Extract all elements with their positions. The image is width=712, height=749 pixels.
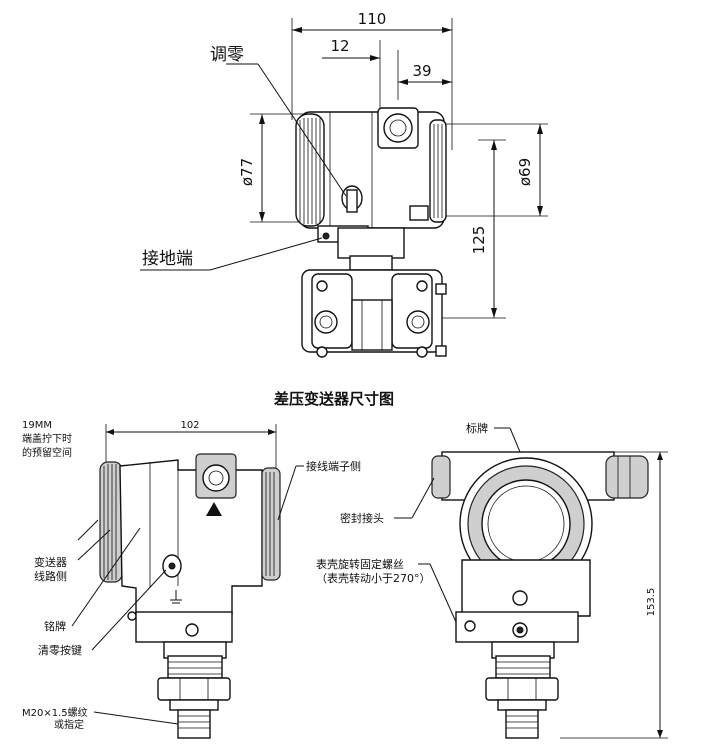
dim-153-5: 153.5 bbox=[646, 588, 657, 617]
label-zero-adjust: 调零 bbox=[210, 45, 244, 65]
note-19mm: 19MM bbox=[22, 420, 52, 431]
note-cap-removed: 端盖拧下时 bbox=[22, 432, 72, 445]
neck bbox=[337, 227, 405, 259]
label-circuit-side-1: 变送器 bbox=[34, 555, 67, 569]
label-terminal-side: 接线端子侧 bbox=[306, 459, 361, 473]
hex-nut bbox=[157, 677, 231, 701]
front-thread-fitting bbox=[505, 709, 539, 739]
dim-d77: ø77 bbox=[238, 158, 256, 186]
dim-12: 12 bbox=[330, 37, 349, 55]
side-housing bbox=[119, 459, 263, 615]
conduit-hole bbox=[383, 113, 413, 143]
left-seal-joint bbox=[431, 455, 451, 499]
dim-110: 110 bbox=[358, 10, 387, 28]
front-hex-nut bbox=[485, 677, 559, 701]
note-reserved-space: 的预留空间 bbox=[22, 446, 72, 459]
warning-icon bbox=[206, 502, 222, 516]
bottom-right-front-view: 153.5 标牌 密封接头 表壳旋转固定螺丝 （表壳转动小于270°） bbox=[316, 421, 668, 739]
label-nameplate: 铭牌 bbox=[44, 619, 66, 633]
label-plate bbox=[409, 205, 429, 221]
label-thread-2: 或指定 bbox=[54, 718, 84, 731]
label-ground-terminal: 接地端 bbox=[142, 249, 193, 269]
display-window bbox=[481, 479, 571, 569]
front-lower-body bbox=[461, 559, 591, 617]
right-seal-joint bbox=[605, 455, 649, 499]
dim-125: 125 bbox=[470, 226, 488, 255]
dim-39: 39 bbox=[412, 62, 431, 80]
label-housing-screw-2: （表壳转动小于270°） bbox=[316, 571, 431, 585]
label-zero-button: 清零按键 bbox=[38, 643, 82, 657]
terminal-side-cover bbox=[261, 467, 281, 581]
sensor-body bbox=[135, 611, 233, 643]
label-thread-1: M20×1.5螺纹 bbox=[22, 706, 88, 719]
circuit-side-cover bbox=[99, 461, 123, 583]
dim-102: 102 bbox=[180, 420, 199, 431]
top-transmitter-drawing: 110 12 39 ø77 ø69 125 bbox=[140, 10, 548, 358]
label-tag: 标牌 bbox=[466, 421, 488, 435]
label-housing-screw-1: 表壳旋转固定螺丝 bbox=[316, 557, 404, 571]
left-cover bbox=[295, 113, 325, 227]
dim-d69: ø69 bbox=[516, 158, 534, 186]
figure-title: 差压变送器尺寸图 bbox=[274, 390, 394, 408]
thread-fitting bbox=[177, 709, 211, 739]
label-circuit-side-2: 线路侧 bbox=[34, 569, 67, 583]
bottom-left-side-view: 19MM 端盖拧下时 的预留空间 102 bbox=[22, 420, 361, 739]
label-seal-joint: 密封接头 bbox=[340, 511, 384, 525]
